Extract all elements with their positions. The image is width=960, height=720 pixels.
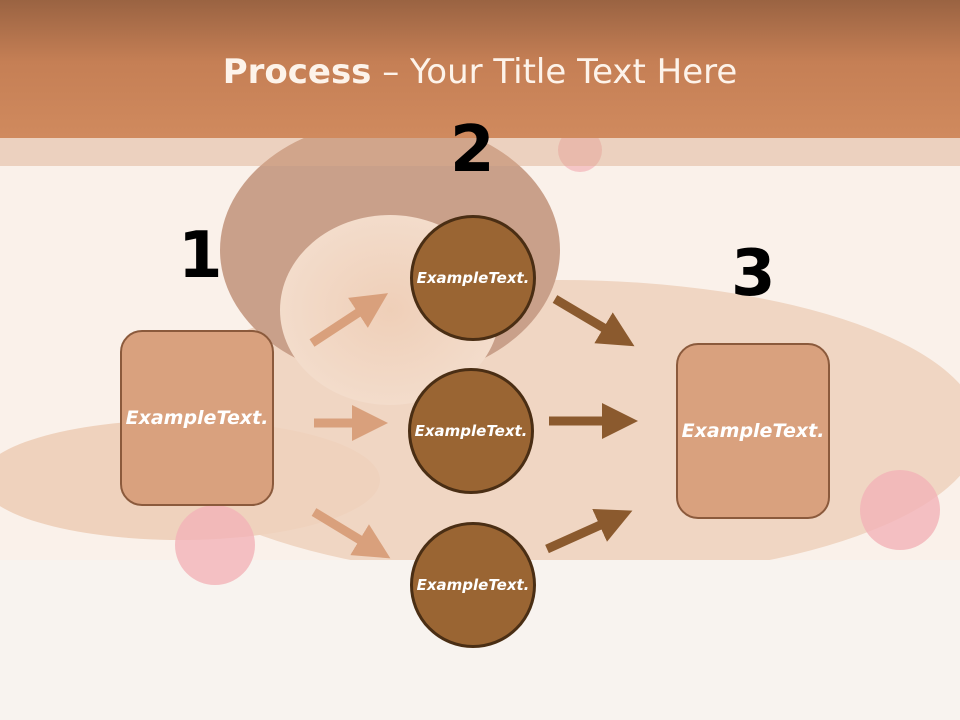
- step-number-3: 3: [731, 237, 776, 311]
- arrow-left-to-bottom: [311, 508, 391, 559]
- arrow-top-to-right: [552, 295, 635, 347]
- banner-stripe: [0, 138, 960, 166]
- title-bold-part: Process: [222, 52, 372, 92]
- step-number-2: 2: [450, 113, 495, 187]
- arrow-bottom-to-right: [545, 508, 633, 554]
- step-number-1: 1: [178, 219, 223, 293]
- title-rest-part: – Your Title Text Here: [371, 52, 738, 92]
- slide-title[interactable]: Process – Your Title Text Here: [0, 52, 960, 92]
- arrow-left-to-top: [309, 293, 389, 347]
- title-banner: [0, 0, 960, 138]
